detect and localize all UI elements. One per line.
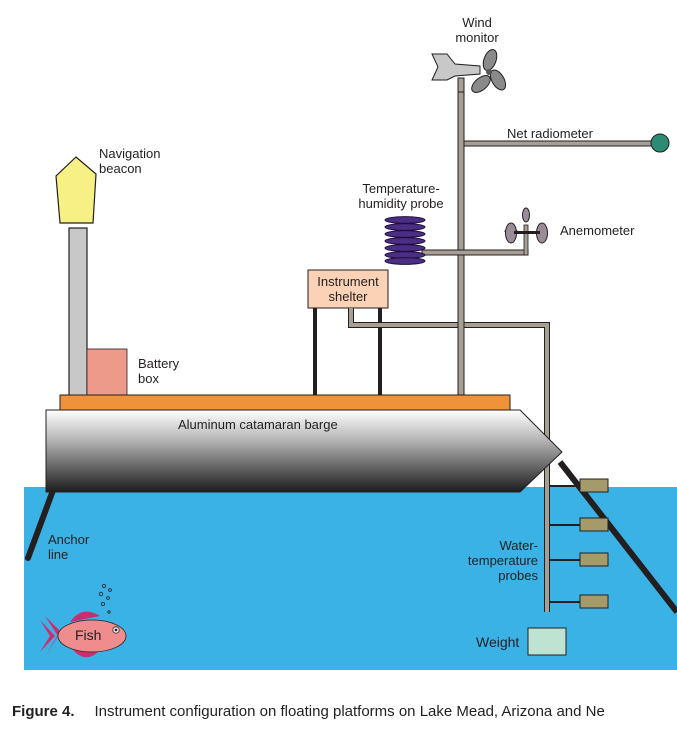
beacon-pole: [68, 227, 88, 397]
wind-monitor-icon: [431, 48, 507, 93]
anchor-line-left: [25, 482, 58, 561]
anemometer-icon: [503, 207, 548, 244]
anemometer-label: Anemometer: [560, 223, 635, 238]
radiometer-arm: [463, 140, 659, 147]
lake-water: [24, 487, 677, 670]
net-radiometer: [650, 133, 670, 153]
water-temperature-probes: [550, 478, 609, 609]
anemometer-mast: [523, 224, 529, 256]
shelter-cable-core: [349, 308, 549, 612]
temperature-humidity-probe-label: Temperature- humidity probe: [358, 181, 444, 211]
figure-caption-text: Instrument configuration on floating pla…: [94, 703, 605, 720]
fish-icon: [40, 584, 127, 658]
anchor-line-label: Anchor line: [48, 532, 90, 562]
fish-label: Fish: [75, 627, 102, 643]
instrument-shelter: [307, 269, 389, 309]
platform-deck: [59, 394, 511, 411]
temperature-humidity-probe: [384, 216, 426, 265]
wind-monitor-label: Wind monitor: [455, 15, 499, 45]
navigation-beacon-label: Navigation beacon: [99, 146, 161, 176]
battery-box: [86, 348, 128, 397]
water-temperature-probes-label: Water- temperature probes: [467, 538, 538, 583]
weight-label: Weight: [476, 634, 520, 650]
figure-caption: Figure 4. Instrument configuration on flo…: [12, 703, 677, 720]
main-mast: [457, 89, 465, 397]
shelter-leg-right: [378, 306, 382, 396]
battery-box-label: Battery box: [138, 356, 180, 386]
probe-arm: [421, 249, 529, 256]
weight: [527, 627, 567, 656]
net-radiometer-label: Net radiometer: [507, 126, 593, 141]
barge-label: Aluminum catamaran barge: [178, 417, 338, 432]
navigation-beacon: [55, 156, 97, 224]
shelter-leg-left: [313, 306, 317, 396]
instrument-shelter-label: Instrument shelter: [317, 274, 379, 304]
catamaran-barge: [45, 409, 563, 493]
figure-number: Figure 4.: [12, 703, 75, 720]
